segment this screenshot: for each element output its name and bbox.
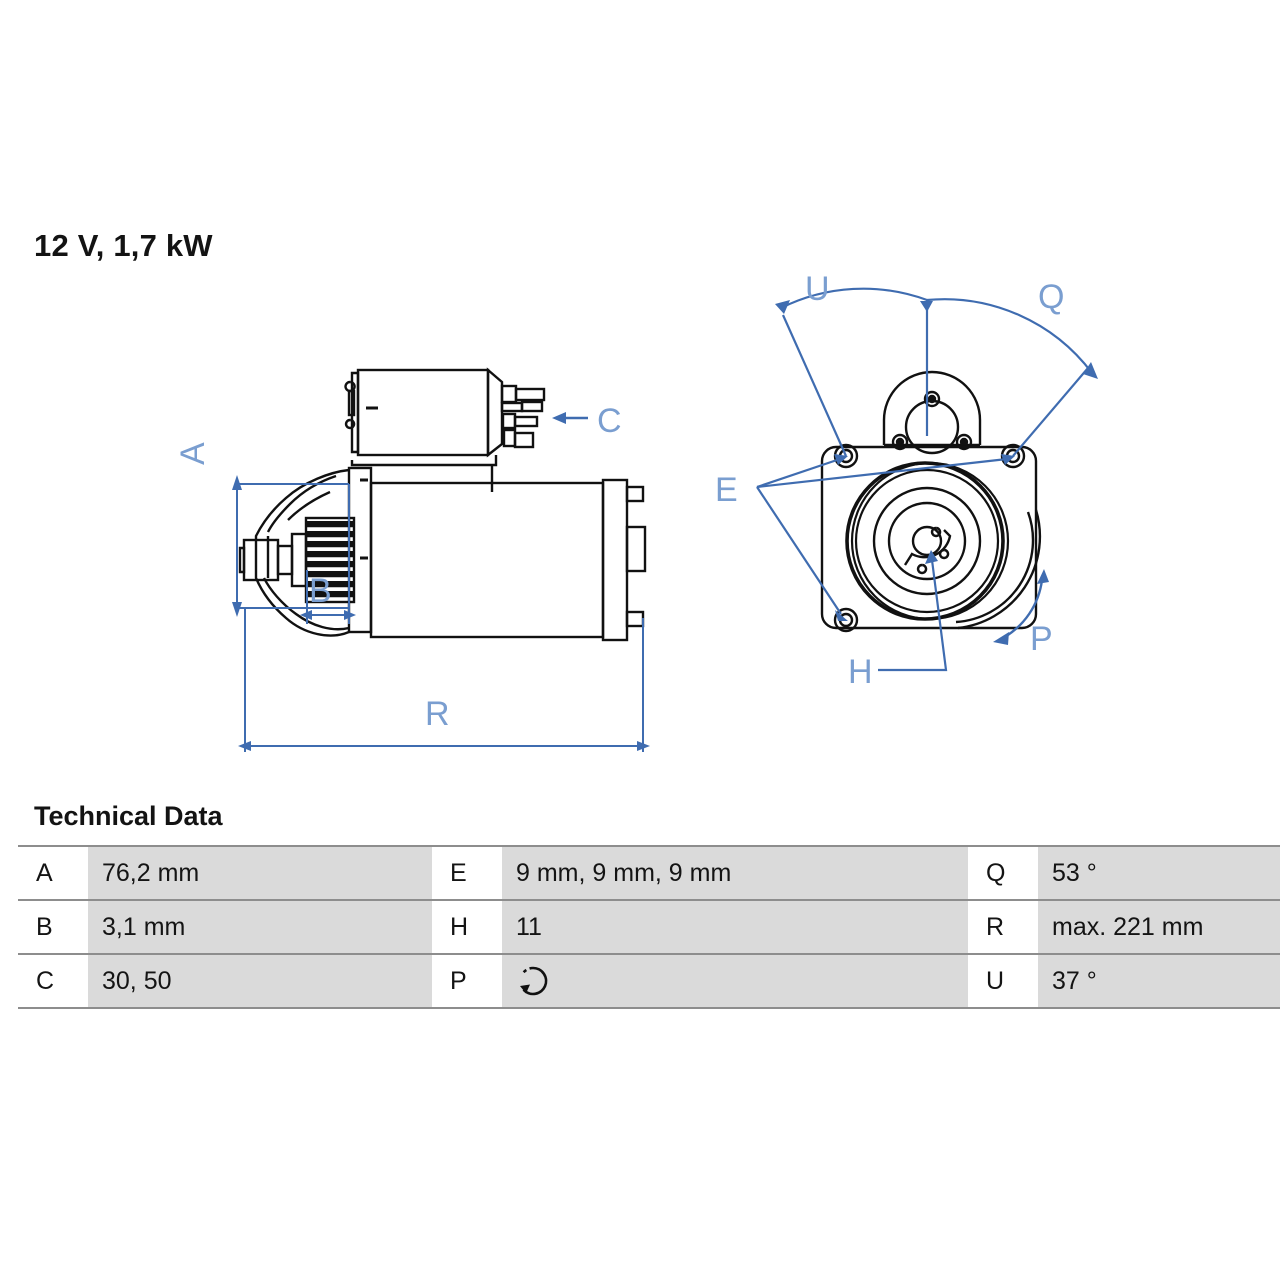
table-cell-key: Q <box>968 845 1038 900</box>
dimension-label-C: C <box>597 402 622 440</box>
dimension-label-A: A <box>174 442 212 465</box>
dimension-A: A <box>174 442 349 617</box>
table-cell-key: C <box>18 953 88 1009</box>
table-cell-value: max. 221 mm <box>1038 899 1280 954</box>
callout-E: E <box>715 454 1015 621</box>
dimension-label-P: P <box>1030 620 1053 658</box>
table-cell-key: P <box>432 953 502 1009</box>
dimension-label-B: B <box>309 572 332 610</box>
table-cell-value: 53 ° <box>1038 845 1280 900</box>
table-cell-key: U <box>968 953 1038 1009</box>
table-cell-key: E <box>432 845 502 900</box>
callout-P: P <box>993 569 1053 658</box>
table-cell-value: 3,1 mm <box>88 899 432 954</box>
dimension-label-R: R <box>425 695 450 733</box>
table-cell-key: R <box>968 899 1038 954</box>
technical-data-heading: Technical Data <box>34 801 223 831</box>
dimension-Q: Q <box>926 278 1098 457</box>
table-cell-value-rotation <box>502 953 968 1009</box>
dimension-B: B <box>300 484 356 624</box>
starter-motor-side-view: A B <box>174 367 650 752</box>
callout-C: C <box>552 402 622 440</box>
dimension-U: U <box>775 270 933 457</box>
page-title: 12 V, 1,7 kW <box>34 228 213 263</box>
table-row: A 76,2 mm E 9 mm, 9 mm, 9 mm Q 53 ° <box>18 845 1280 900</box>
dimension-label-U: U <box>805 270 830 308</box>
table-cell-value: 9 mm, 9 mm, 9 mm <box>502 845 968 900</box>
table-cell-value: 76,2 mm <box>88 845 432 900</box>
table-cell-key: B <box>18 899 88 954</box>
technical-drawing-area: A B <box>0 260 1280 780</box>
dimension-R: R <box>238 608 650 752</box>
table-cell-key: H <box>432 899 502 954</box>
table-cell-value: 30, 50 <box>88 953 432 1009</box>
table-row: B 3,1 mm H 11 R max. 221 mm <box>18 899 1280 954</box>
table-cell-value: 11 <box>502 899 968 954</box>
table-cell-key: A <box>18 845 88 900</box>
starter-motor-front-view: U Q <box>715 270 1098 691</box>
dimension-label-H: H <box>848 653 873 691</box>
technical-data-table: A 76,2 mm E 9 mm, 9 mm, 9 mm Q 53 ° B 3,… <box>18 845 1280 1009</box>
callout-H: H <box>848 550 948 691</box>
dimension-label-Q: Q <box>1038 278 1064 316</box>
table-row: C 30, 50 P U 37 ° <box>18 953 1280 1009</box>
table-cell-value: 37 ° <box>1038 953 1280 1009</box>
dimension-label-E: E <box>715 471 738 509</box>
rotation-arrow-icon <box>516 964 550 998</box>
